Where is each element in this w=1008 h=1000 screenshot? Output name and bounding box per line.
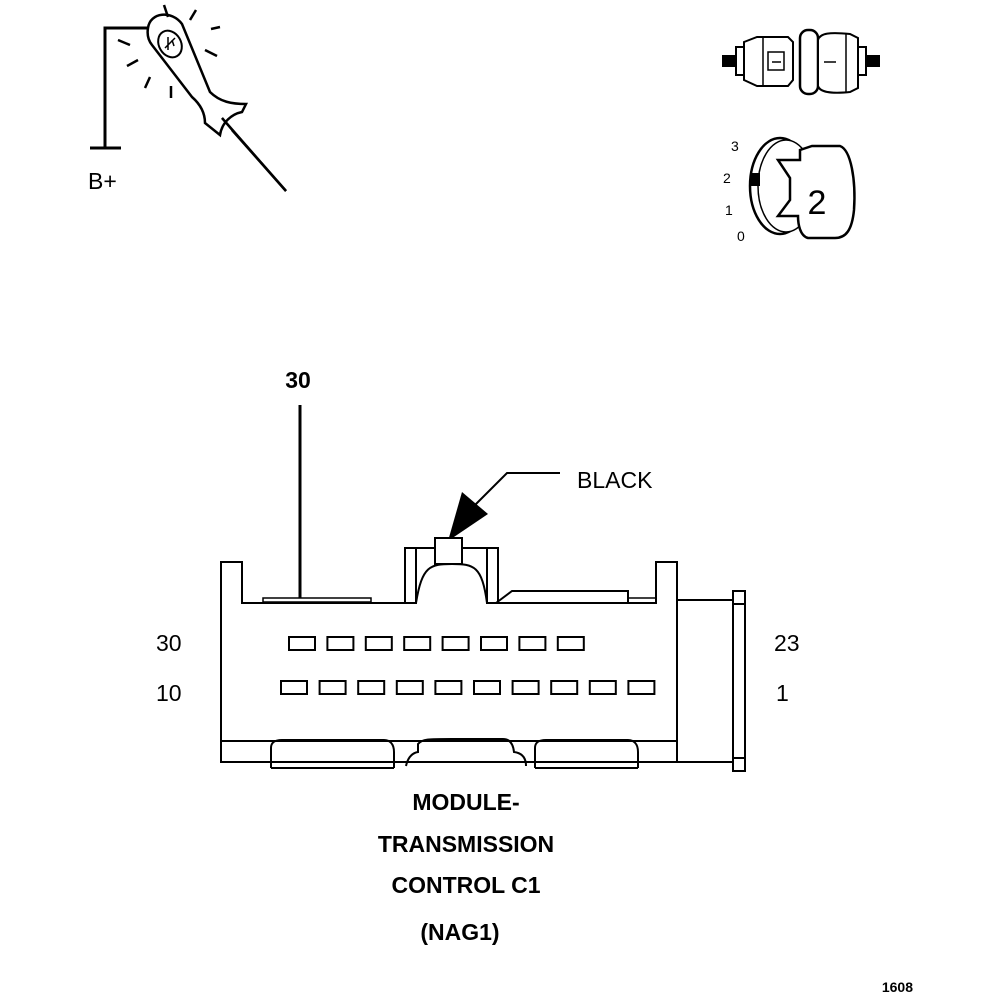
pin-cavity-bottom-row [550, 680, 579, 695]
figure-number: 1608 [882, 979, 913, 995]
ignition-key-icon: 2 3 2 1 0 [723, 136, 856, 244]
pin-cavity-top-row [480, 636, 508, 651]
row-label-bottom-left: 10 [156, 680, 182, 706]
ignition-position-0: 0 [737, 228, 745, 244]
disconnected-connector-icon [722, 28, 880, 96]
light-rays-icon [117, 4, 221, 98]
connector-title-line-4: (NAG1) [420, 919, 499, 945]
pin-cavity-bottom-row [318, 680, 347, 695]
pin-cavity-bottom-row [473, 680, 501, 695]
pin-cavity-bottom-row [357, 680, 386, 695]
ignition-position-3: 3 [731, 138, 739, 154]
test-light-probe-icon [146, 13, 287, 192]
connector-c1: 30 BLACK 30 23 10 1 MODU [156, 367, 800, 945]
connector-title-line-3: CONTROL C1 [391, 872, 540, 898]
connector-housing [220, 547, 678, 763]
pin-cavities [280, 636, 656, 695]
ignition-position-1: 1 [725, 202, 733, 218]
pin-cavity-top-row [441, 636, 470, 651]
pin-cavity-top-row [288, 636, 316, 651]
key-position-number: 2 [808, 184, 827, 222]
pin-cavity-top-row [518, 636, 547, 651]
row-label-top-left: 30 [156, 630, 182, 656]
row-label-top-right: 23 [774, 630, 800, 656]
test-light-group: B+ [88, 4, 287, 194]
pin-cavity-bottom-row [511, 680, 540, 695]
pin-callout-label: 30 [285, 367, 311, 393]
pin-cavity-bottom-row [627, 680, 656, 695]
b-plus-label: B+ [88, 168, 117, 194]
pin-cavity-top-row [556, 636, 585, 651]
pin-cavity-bottom-row [280, 680, 308, 695]
pin-cavity-bottom-row [434, 680, 463, 695]
pin-cavity-top-row [326, 636, 355, 651]
connector-title-line-2: TRANSMISSION [378, 831, 554, 857]
connector-title-line-1: MODULE- [412, 789, 519, 815]
pin-cavity-top-row [364, 636, 393, 651]
housing-color-arrowhead [448, 492, 488, 541]
test-light-lead-wire [103, 26, 155, 148]
pin-cavity-bottom-row [588, 680, 617, 695]
pin-cavity-bottom-row [395, 680, 424, 695]
pin-cavity-top-row [403, 636, 432, 651]
row-label-bottom-right: 1 [776, 680, 789, 706]
housing-color-label: BLACK [577, 467, 653, 493]
ignition-position-2: 2 [723, 170, 731, 186]
side-flange [676, 599, 734, 763]
locking-latch [434, 537, 463, 565]
housing-color-leader [471, 472, 560, 509]
